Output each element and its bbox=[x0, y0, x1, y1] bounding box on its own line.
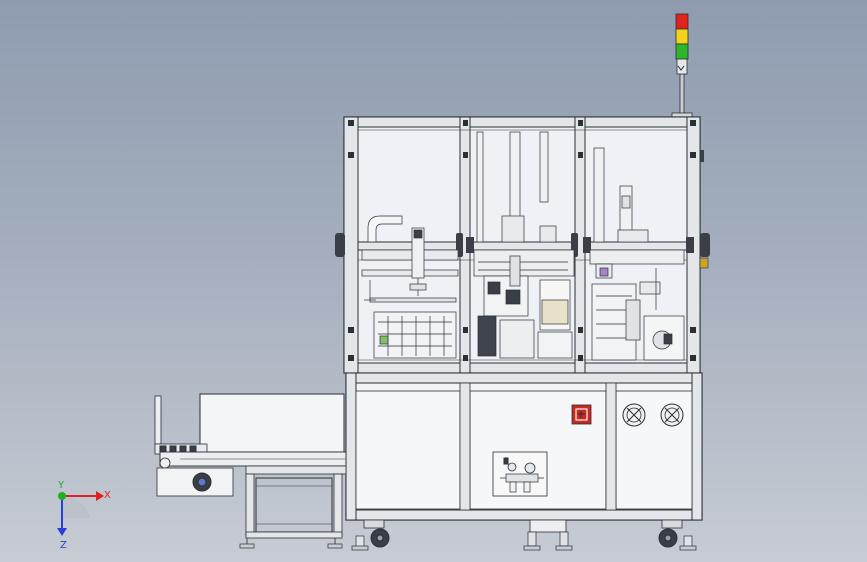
conveyor-feeder bbox=[154, 393, 347, 549]
tower-lamp-yellow bbox=[675, 28, 689, 45]
signal-tower bbox=[671, 13, 693, 119]
cooling-fan-left bbox=[622, 403, 646, 427]
emergency-stop-button[interactable] bbox=[571, 404, 592, 425]
internal-mechanisms bbox=[361, 131, 685, 361]
tower-pole bbox=[679, 73, 685, 117]
door-handle-left bbox=[335, 233, 345, 257]
z-axis-label: Z bbox=[60, 540, 67, 551]
cabinet-door-left bbox=[355, 390, 461, 510]
y-axis-dot bbox=[58, 492, 66, 500]
orientation-triad[interactable]: X Y Z bbox=[57, 480, 111, 551]
cooling-fan-right bbox=[660, 403, 684, 427]
door-handle-right bbox=[700, 233, 710, 257]
air-regulator-panel bbox=[492, 451, 548, 497]
y-axis-label: Y bbox=[57, 480, 65, 491]
tower-lamp-red bbox=[675, 13, 689, 30]
tower-lamp-green bbox=[675, 43, 689, 60]
lower-cabinet bbox=[345, 372, 703, 521]
tower-base bbox=[676, 58, 688, 75]
casters bbox=[351, 519, 697, 551]
x-axis-label: X bbox=[104, 490, 111, 501]
